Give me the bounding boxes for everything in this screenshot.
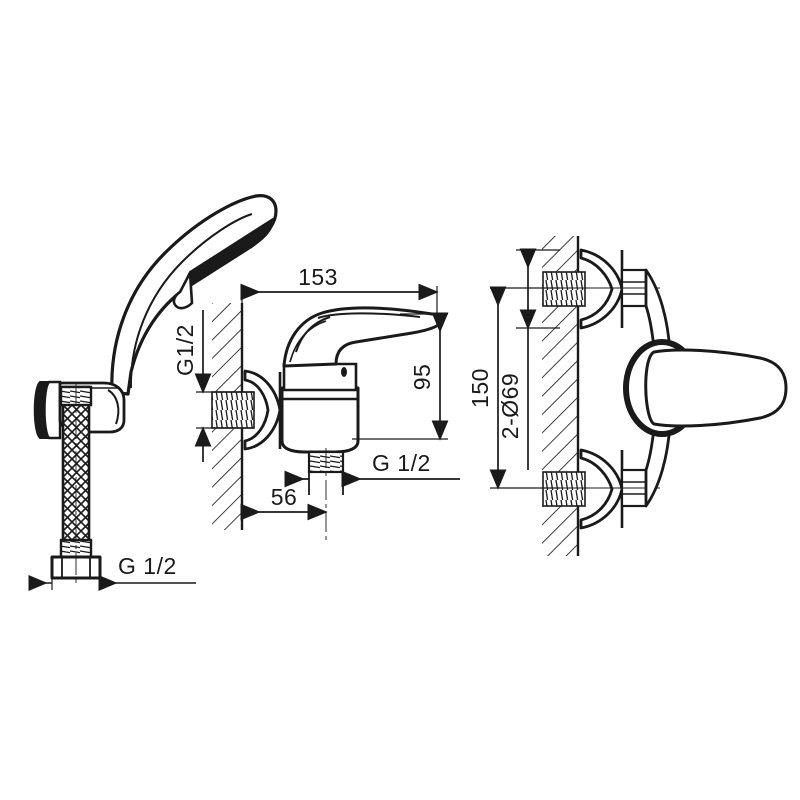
upper-inlet-thread bbox=[542, 271, 586, 307]
lever-top-seam bbox=[317, 312, 421, 319]
upper-inlet-assembly bbox=[538, 248, 660, 330]
dim69-label: 2-Ø69 bbox=[497, 373, 523, 439]
dim56-label: 56 bbox=[271, 484, 298, 510]
dim-outlet-thread: G 1/2 bbox=[284, 450, 460, 488]
dim95-label: 95 bbox=[409, 364, 435, 391]
shower-head-inner-edge bbox=[129, 213, 253, 389]
inlet-thread-label: G1/2 bbox=[172, 324, 198, 376]
shower-head-notch bbox=[172, 271, 194, 310]
dim-offset-56: 56 bbox=[240, 479, 328, 521]
upper-escutcheon bbox=[579, 248, 624, 330]
dim-holes-2d69: 2-Ø69 bbox=[497, 248, 560, 470]
dim-hose-thread: G 1/2 bbox=[28, 553, 196, 591]
mixer-body bbox=[280, 386, 360, 454]
lower-escutcheon bbox=[579, 448, 624, 530]
lever-index-dot bbox=[341, 367, 347, 377]
inlet-thread-nipple bbox=[211, 391, 255, 429]
shower-set-view: G 1/2 bbox=[28, 194, 278, 591]
mixer-side-view: 153 95 G1/2 G 1/2 bbox=[172, 264, 460, 540]
front-lever-handle bbox=[644, 348, 788, 428]
dim153-label: 153 bbox=[298, 264, 338, 290]
dim-height-95: 95 bbox=[352, 312, 449, 441]
flexible-hose bbox=[50, 383, 102, 586]
mixer-front-view: 150 2-Ø69 bbox=[467, 236, 788, 556]
dim-projection-153: 153 bbox=[240, 264, 439, 330]
dim-inlet-thread: G1/2 bbox=[172, 310, 254, 462]
escutcheon-cone bbox=[243, 369, 282, 451]
lever-inner-curve-2 bbox=[289, 320, 327, 363]
hose-thread-label: G 1/2 bbox=[118, 553, 177, 579]
lower-inlet-thread bbox=[542, 471, 586, 507]
shower-spray-face bbox=[180, 218, 274, 292]
outlet-thread-label: G 1/2 bbox=[372, 450, 431, 476]
holder-cradle-curve bbox=[107, 389, 120, 425]
dim150-label: 150 bbox=[467, 368, 493, 408]
holder-plate-body bbox=[43, 380, 62, 440]
hand-shower-head bbox=[110, 194, 278, 396]
